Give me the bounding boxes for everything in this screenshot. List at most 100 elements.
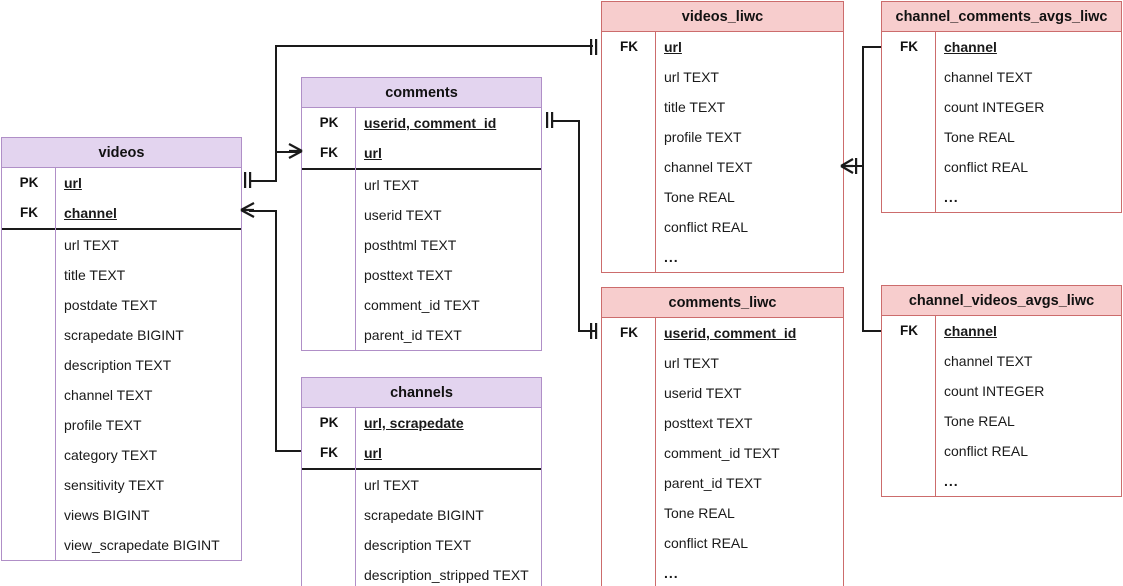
entity-comments-key-row: PK userid, comment_id [302,108,541,138]
column-label: profile TEXT [64,417,142,433]
key-field: channel [944,39,997,55]
entity-column-row: posttext TEXT [602,408,843,438]
entity-comments-columns: url TEXT userid TEXT posthtml TEXT postt… [302,170,541,350]
key-kind: FK [620,325,638,340]
connector-comments-to-comments-liwc-seg3 [578,330,596,332]
entity-channels-key-block: PK url, scrapedate FK url [302,408,541,470]
connector-to-channel-comments-avgs [862,46,884,48]
entity-column-row: title TEXT [2,260,241,290]
entity-column-row: Tone REAL [602,498,843,528]
entity-channels-key-column [302,408,356,586]
entity-channel-comments-avgs-liwc-rows: FK channel channel TEXT count INTEGER To… [882,32,1121,212]
entity-channels-title: channels [302,378,541,408]
entity-channel-videos-avgs-liwc-title: channel_videos_avgs_liwc [882,286,1121,316]
entity-column-row: Tone REAL [882,406,1121,436]
entity-channels-columns: url TEXT scrapedate BIGINT description T… [302,470,541,586]
entity-column-row: channel TEXT [882,62,1121,92]
column-label: category TEXT [64,447,158,463]
entity-videos-title: videos [2,138,241,168]
entity-column-row: ... [882,466,1121,496]
entity-videos[interactable]: videos PK url FK channel url TEXT title … [1,137,242,561]
entity-column-row: Tone REAL [602,182,843,212]
entity-column-row: sensitivity TEXT [2,470,241,500]
column-label: posttext TEXT [364,267,453,283]
entity-column-row: view_scrapedate BIGINT [2,530,241,560]
column-label: view_scrapedate BIGINT [64,537,220,553]
entity-comments-liwc-key-row: FK userid, comment_id [602,318,843,348]
entity-videos-liwc[interactable]: videos_liwc FK url url TEXT title TEXT p… [601,1,844,273]
entity-column-row: postdate TEXT [2,290,241,320]
entity-channel-videos-avgs-liwc[interactable]: channel_videos_avgs_liwc FK channel chan… [881,285,1122,497]
column-label: scrapedate BIGINT [64,327,184,343]
entity-channel-videos-avgs-liwc-body: FK channel channel TEXT count INTEGER To… [882,316,1121,496]
column-label: userid TEXT [364,207,442,223]
key-field: url [364,145,382,161]
entity-column-row: channel TEXT [2,380,241,410]
entity-column-row: posttext TEXT [302,260,541,290]
entity-column-row: ... [882,182,1121,212]
column-label: Tone REAL [664,189,735,205]
entity-column-row: profile TEXT [2,410,241,440]
entity-channels[interactable]: channels PK url, scrapedate FK url url T… [301,377,542,586]
entity-column-row: scrapedate BIGINT [302,500,541,530]
key-field: userid, comment_id [664,325,797,341]
entity-column-row: url TEXT [2,230,241,260]
entity-videos-key-column [2,168,56,560]
column-label-ellipsis: ... [664,565,679,581]
entity-column-row: views BIGINT [2,500,241,530]
column-label: profile TEXT [664,129,742,145]
column-label: url TEXT [364,477,419,493]
entity-videos-liwc-rows: FK url url TEXT title TEXT profile TEXT … [602,32,843,272]
column-label: count INTEGER [944,383,1045,399]
column-label: description TEXT [64,357,172,373]
connector-videos-to-channels-seg1 [249,210,277,212]
cardinality-one-videos-liwc-url [586,38,602,56]
entity-videos-columns: url TEXT title TEXT postdate TEXT scrape… [2,230,241,560]
entity-comments-liwc[interactable]: comments_liwc FK userid, comment_id url … [601,287,844,586]
connector-videos-to-channels-seg2 [275,210,277,452]
entity-column-row: conflict REAL [882,152,1121,182]
entity-comments[interactable]: comments PK userid, comment_id FK url ur… [301,77,542,351]
entity-column-row: parent_id TEXT [302,320,541,350]
entity-videos-liwc-key-row: FK url [602,32,843,62]
entity-channel-videos-avgs-liwc-key-column [882,316,936,496]
entity-videos-liwc-body: FK url url TEXT title TEXT profile TEXT … [602,32,843,272]
column-label: title TEXT [64,267,126,283]
column-label: Tone REAL [664,505,735,521]
entity-channels-key-row: PK url, scrapedate [302,408,541,438]
column-label: posthtml TEXT [364,237,457,253]
key-kind: FK [900,39,918,54]
key-field: url [64,175,82,191]
entity-videos-liwc-title: videos_liwc [602,2,843,32]
key-field: channel [64,205,117,221]
column-label-ellipsis: ... [944,473,959,489]
entity-column-row: conflict REAL [602,212,843,242]
column-label: description_stripped TEXT [364,567,529,583]
key-kind: FK [900,323,918,338]
column-label: conflict REAL [944,159,1029,175]
entity-channels-key-row: FK url [302,438,541,468]
connector-to-channel-videos-avgs [862,330,884,332]
entity-column-row: description_stripped TEXT [302,560,541,586]
entity-column-row: parent_id TEXT [602,468,843,498]
column-label: parent_id TEXT [364,327,462,343]
entity-column-row: userid TEXT [302,200,541,230]
column-label: scrapedate BIGINT [364,507,484,523]
entity-column-row: conflict REAL [882,436,1121,466]
entity-column-row: channel TEXT [882,346,1121,376]
entity-channel-comments-avgs-liwc-title: channel_comments_avgs_liwc [882,2,1121,32]
column-label: posttext TEXT [664,415,753,431]
entity-channel-videos-avgs-liwc-rows: FK channel channel TEXT count INTEGER To… [882,316,1121,496]
entity-column-row: posthtml TEXT [302,230,541,260]
key-field: url [364,445,382,461]
entity-channel-comments-avgs-liwc[interactable]: channel_comments_avgs_liwc FK channel ch… [881,1,1122,213]
connector-channel-avgs-trunk [862,46,864,331]
column-label: postdate TEXT [64,297,158,313]
column-label: conflict REAL [944,443,1029,459]
entity-comments-key-block: PK userid, comment_id FK url [302,108,541,170]
entity-column-row: url TEXT [302,170,541,200]
entity-comments-key-column [302,108,356,350]
key-kind: PK [19,175,39,190]
column-label: description TEXT [364,537,472,553]
